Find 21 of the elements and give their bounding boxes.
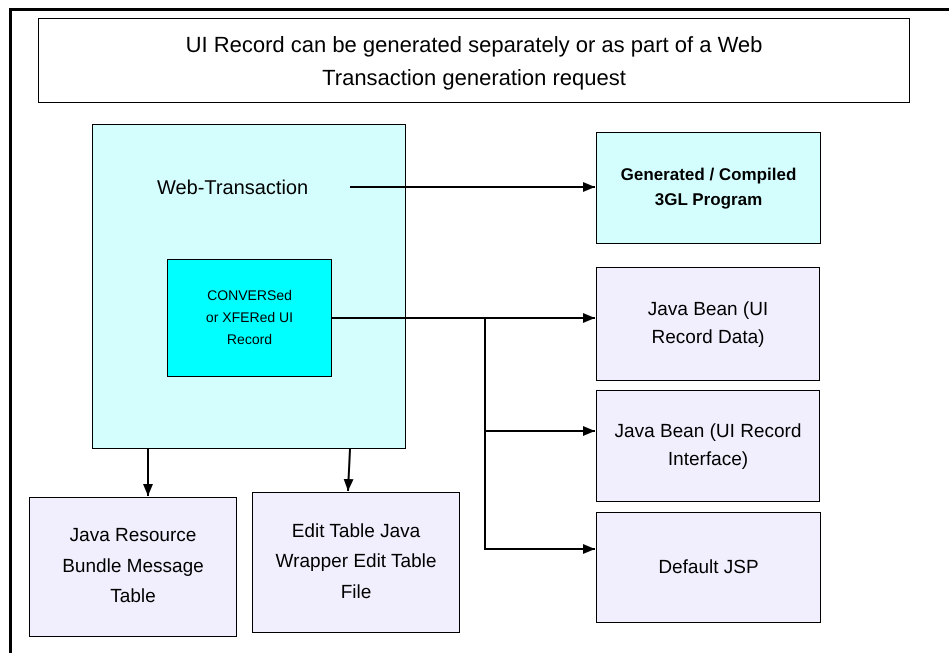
box-label: Java Bean (UI Record Interface) xyxy=(614,420,802,472)
process-box xyxy=(596,267,820,381)
process-box xyxy=(29,497,237,637)
box-label: Generated / Compiled 3GL Program xyxy=(620,164,798,211)
box-label: Edit Table Java Wrapper Edit Table File xyxy=(274,520,438,605)
arrow xyxy=(344,448,354,492)
box-label: Default JSP xyxy=(658,556,759,580)
group-label: Web-Transaction xyxy=(157,176,308,201)
process-box xyxy=(596,512,821,623)
arrow xyxy=(350,182,595,192)
box-label: Java Resource Bundle Message Table xyxy=(62,524,204,610)
process-box xyxy=(167,259,332,377)
heading-box xyxy=(38,18,910,103)
box-label: CONVERSed or XFERed UI Record xyxy=(204,286,294,349)
process-box xyxy=(596,132,821,244)
box-label: Java Bean (UI Record Data) xyxy=(646,298,770,350)
group-box xyxy=(92,124,406,449)
process-box xyxy=(252,492,460,633)
box-label: UI Record can be generated separately or as part of a Web Transaction generation request xyxy=(184,30,764,92)
process-box xyxy=(596,390,820,502)
arrow xyxy=(143,449,153,496)
